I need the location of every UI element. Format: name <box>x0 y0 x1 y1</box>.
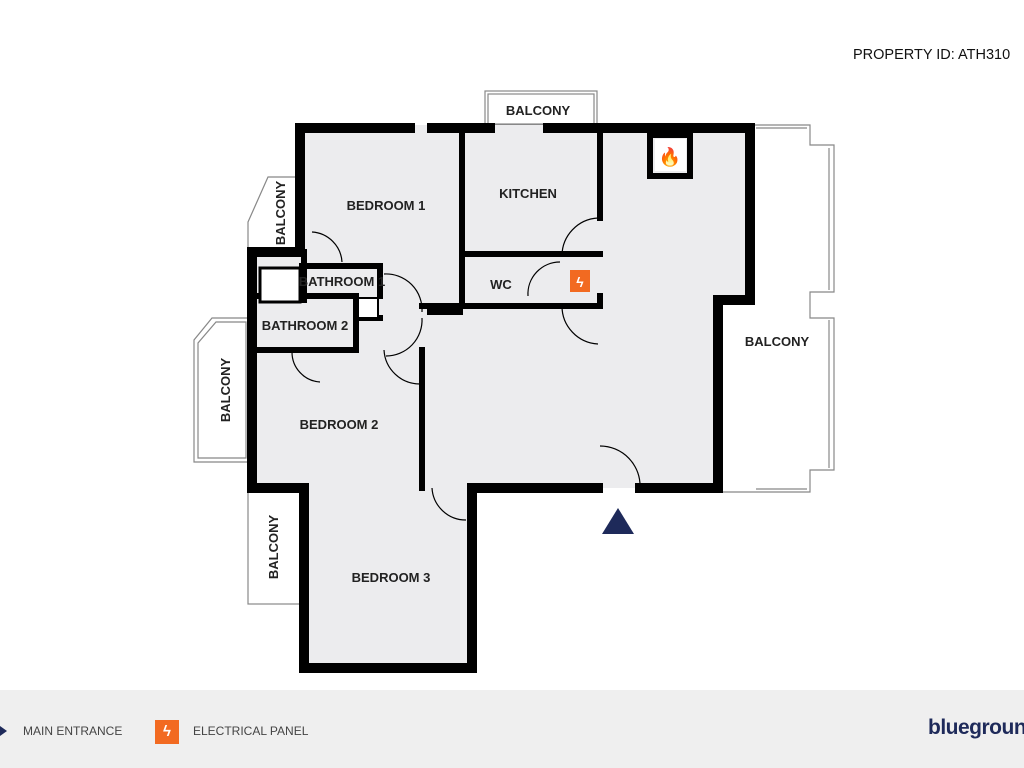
property-id: PROPERTY ID: ATH310 <box>853 47 1011 63</box>
room-label-bathroom2: BATHROOM 2 <box>262 318 348 333</box>
room-label-balcony-top: BALCONY <box>506 103 571 118</box>
legend-footer: MAIN ENTRANCE ϟ ELECTRICAL PANEL bluegro… <box>0 690 1024 768</box>
lightning-icon: ϟ <box>155 720 179 744</box>
room-label-bedroom1: BEDROOM 1 <box>347 198 426 213</box>
room-label-bathroom1: BATHROOM 1 <box>299 274 385 289</box>
closet <box>357 297 379 319</box>
room-label-wc: WC <box>490 277 512 292</box>
room-label-bedroom3: BEDROOM 3 <box>352 570 431 585</box>
electrical-panel-marker <box>570 270 590 292</box>
lightning-icon: ϟ <box>576 274 584 290</box>
fire-icon: 🔥 <box>659 146 681 167</box>
room-label-bedroom2: BEDROOM 2 <box>300 417 379 432</box>
main-entrance-icon <box>602 508 634 534</box>
balcony-top <box>484 90 598 126</box>
room-label-balcony-left3: BALCONY <box>266 515 281 580</box>
room-label-balcony-right: BALCONY <box>745 334 810 349</box>
balcony-left-2 <box>193 317 249 463</box>
door-arcs <box>291 217 641 521</box>
apartment-floor <box>252 125 750 670</box>
walls <box>247 123 755 673</box>
room-label-balcony-left2: BALCONY <box>218 358 233 423</box>
legend-electrical-panel: ELECTRICAL PANEL <box>193 724 309 738</box>
legend-main-entrance: MAIN ENTRANCE <box>23 724 123 738</box>
brand-logo: bluegroun <box>928 716 1024 739</box>
room-label-kitchen: KITCHEN <box>499 186 557 201</box>
main-entrance-legend-icon <box>0 726 7 736</box>
closet <box>258 266 302 304</box>
balconies <box>193 90 835 605</box>
floor-plan: 🔥 ϟ BEDROOM 1 KITCHEN WC BATHROOM 1 BATH… <box>193 90 835 673</box>
fireplace <box>655 139 686 171</box>
room-label-balcony-left1: BALCONY <box>273 181 288 246</box>
balcony-left-3 <box>247 489 301 605</box>
